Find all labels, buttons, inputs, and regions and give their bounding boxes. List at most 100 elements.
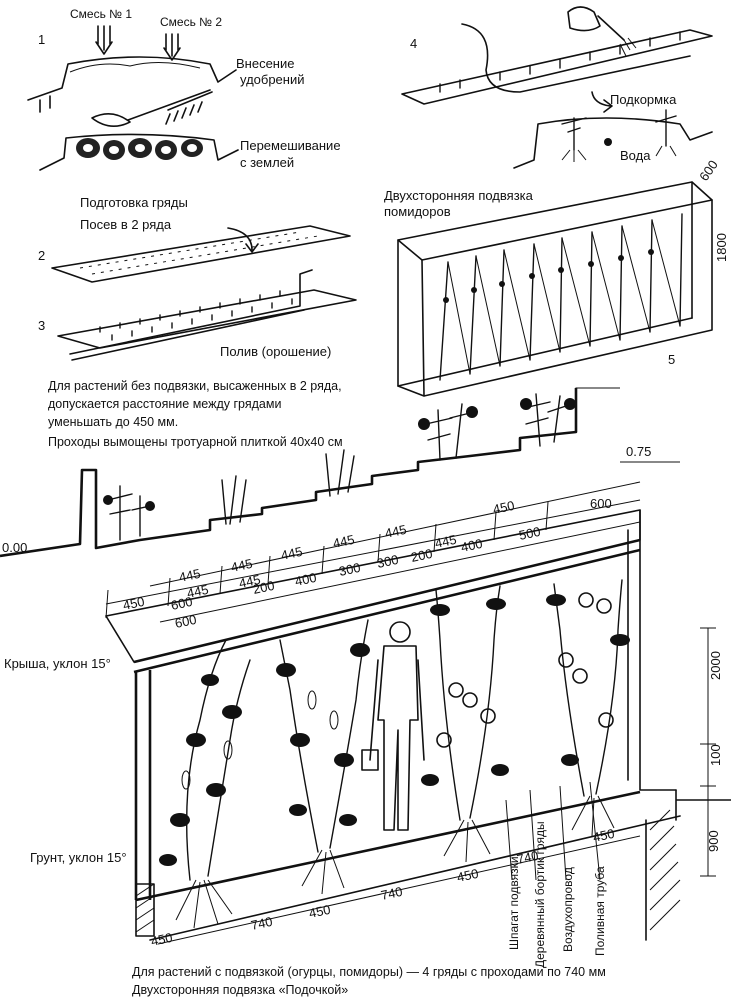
step-5-label: 5: [668, 352, 675, 367]
bottom-note-line-2: Двухсторонняя подвязка «Подочкой»: [132, 983, 348, 997]
bed-profile-4: [513, 117, 713, 169]
bed-plane-4: [401, 29, 713, 105]
bottom-note: Для растений с подвязкой (огурцы, помидо…: [132, 965, 606, 997]
dim-line-lower: [105, 499, 641, 605]
bed-plane-2: [51, 225, 351, 283]
level-000: 0.00: [2, 540, 27, 555]
dim-mid-6: 400: [460, 536, 484, 555]
sowing-rows: [79, 231, 319, 275]
dim-upper-5: 450: [492, 498, 516, 517]
rows-note-line-3: уменьшать до 450 мм.: [48, 415, 178, 429]
back-ground: [675, 789, 731, 821]
tomato-plants-row: [439, 213, 683, 381]
water-label: Вода: [620, 148, 651, 163]
sowing-label: Посев в 2 ряда: [80, 217, 172, 232]
rows-note-line-2: допускается расстояние между грядами: [48, 397, 281, 411]
dim-mid-7: 500: [518, 524, 542, 543]
height-100: 100: [708, 744, 723, 766]
mix-layer: [69, 61, 201, 73]
height-dim-line: [700, 627, 716, 877]
tomato-plant-1: [421, 585, 509, 821]
dim-upper-6: 600: [590, 496, 612, 511]
terrace-line: [0, 388, 578, 558]
callout-pipe: Поливная труба: [593, 866, 607, 956]
shovel-icon: [91, 89, 211, 127]
dim-mid-4: 300: [376, 552, 400, 571]
tying-title-1: Двухсторонняя подвязка: [384, 188, 534, 203]
fertilize-label-1: Внесение: [236, 56, 294, 71]
bed-dim-5: 450: [456, 866, 480, 885]
bed-profile-1: [27, 56, 237, 101]
dim-1800-height: 1800: [714, 233, 729, 262]
rows-note-line-1: Для растений без подвязки, высаженных в …: [48, 379, 342, 393]
cucumber-plant-1: [159, 639, 251, 881]
mix2-label: Смесь № 2: [160, 15, 222, 29]
dim-upper-0: 445: [178, 566, 202, 585]
step-3-label: 3: [38, 318, 45, 333]
bed-plane-3: [57, 289, 357, 349]
tying-title-2: помидоров: [384, 204, 451, 219]
dimension-lines: 445 445 445 445 445 450 600 600 200 400 …: [105, 481, 641, 631]
level-075: 0.75: [626, 444, 651, 459]
ground-line: [135, 790, 641, 902]
bed-dim-line: [157, 835, 641, 945]
bed-dim-0: 450: [150, 930, 174, 949]
dim-600-depth: 600: [696, 157, 721, 183]
ground-hatch: [645, 809, 681, 941]
feeding-roots: [561, 145, 677, 162]
bottom-note-line-1: Для растений с подвязкой (огурцы, помидо…: [132, 965, 606, 979]
ground-slope-label: Грунт, уклон 15°: [30, 850, 127, 865]
cucumber-plant-2: [276, 619, 370, 853]
dim-600-left: 600: [174, 612, 198, 631]
panel-bed-preparation: Подготовка гряды Посев в 2 ряда 2 3 Поли…: [38, 195, 357, 361]
section-labels: Крыша, уклон 15° Грунт, уклон 15° 2000 1…: [4, 627, 723, 968]
mixing-label-1: Перемешивание: [240, 138, 341, 153]
dim-ticks: [105, 501, 549, 619]
dim-lower-3: 445: [434, 532, 458, 551]
roof-edge: [105, 615, 135, 663]
greenhouse-section: [105, 509, 731, 941]
terrace-plants: [103, 393, 576, 541]
seedlings-row: [99, 290, 293, 341]
soil-clods: [76, 138, 203, 160]
mix1-label: Смесь № 1: [70, 7, 132, 21]
feeding-label: Подкормка: [610, 92, 677, 107]
panel-fertilize: 1 Смесь № 1 Смесь № 2 Внесение удобрений…: [27, 7, 341, 171]
arrow-down-mix1: [95, 25, 113, 55]
step-1-label: 1: [38, 32, 45, 47]
feeding-plants: [561, 109, 677, 151]
rows-note-line-4: Проходы вымощены тротуарной плиткой 40x4…: [48, 435, 343, 449]
bed-dim-2: 740: [380, 884, 404, 903]
dim-lower-0: 450: [122, 594, 146, 613]
ground-ticks: [39, 95, 51, 113]
rows-note: Для растений без подвязки, высаженных в …: [48, 379, 343, 449]
tomato-plant-2: [546, 579, 630, 797]
front-post: [134, 670, 152, 900]
irrigation-pipe-2: [71, 309, 305, 361]
callout-leaders: [505, 781, 601, 881]
rake-icon: [165, 91, 213, 125]
bed-dim-1: 740: [250, 914, 274, 933]
irrigation-pipe: [69, 269, 313, 355]
step-2-label: 2: [38, 248, 45, 263]
dim-mid-1: 200: [252, 578, 276, 597]
frame-box: [397, 181, 713, 397]
panel-feeding: 4 Подкормка Вода: [401, 6, 713, 169]
water-drops: [619, 37, 637, 57]
dim-mid-2: 400: [294, 570, 318, 589]
fertilizer-granule: [604, 138, 612, 146]
terrace-profile: 0.75 0.00: [0, 387, 680, 558]
hose: [461, 23, 691, 93]
roof-slope-label: Крыша, уклон 15°: [4, 656, 111, 671]
dim-upper-2: 445: [280, 544, 304, 563]
dim-line-upper: [149, 481, 641, 587]
seedlings-panel4: [439, 31, 681, 93]
watering-label: Полив (орошение): [220, 344, 331, 359]
curved-arrow: [227, 227, 259, 253]
dim-upper-1: 445: [230, 556, 254, 575]
person-figure: [361, 621, 425, 831]
dim-mid-5: 200: [410, 546, 434, 565]
footing-left: [135, 883, 155, 937]
dim-upper-4: 445: [384, 522, 408, 541]
